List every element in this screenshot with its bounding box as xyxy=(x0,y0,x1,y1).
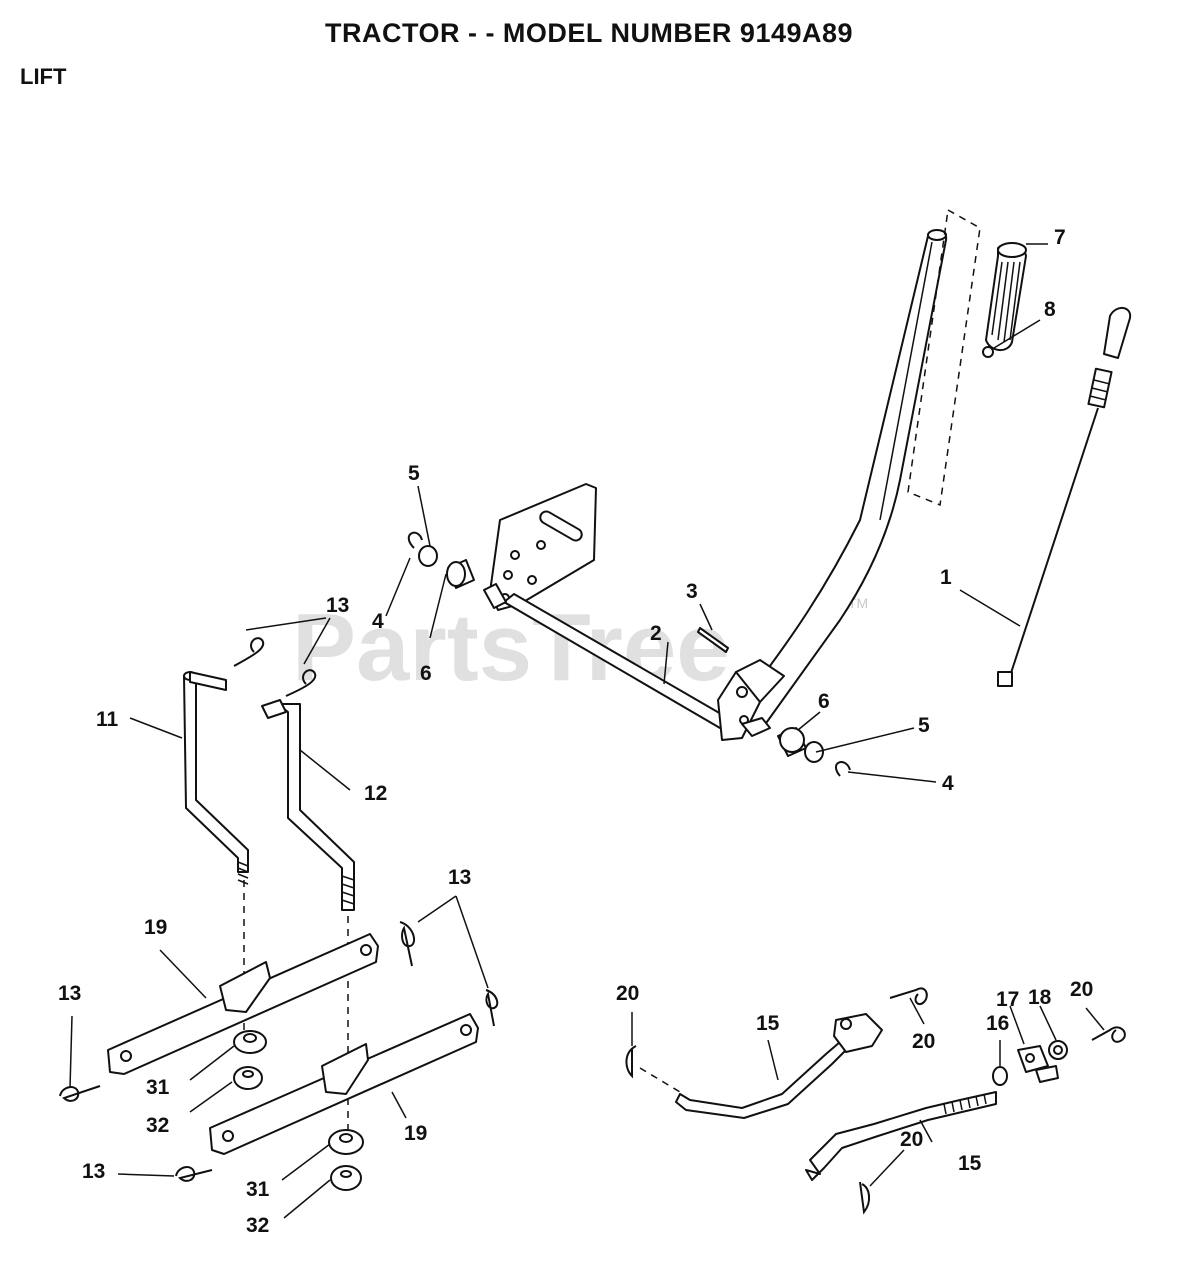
nut-upper xyxy=(233,1030,267,1054)
callout-32-lower: 32 xyxy=(246,1214,269,1237)
callout-31-lower: 31 xyxy=(246,1178,270,1201)
alignment-line-rod xyxy=(639,1067,681,1093)
hairpin-arm-left xyxy=(59,1085,101,1102)
spring-pin-top xyxy=(889,987,928,1006)
callout-13-upper: 13 xyxy=(326,594,349,617)
callout-3: 3 xyxy=(686,580,698,603)
callout-5-left: 5 xyxy=(408,462,420,485)
nut-lower xyxy=(328,1129,364,1155)
shaft-bracket xyxy=(717,659,785,741)
lift-shaft xyxy=(483,583,729,729)
callout-20-left: 20 xyxy=(616,982,639,1005)
callout-17: 17 xyxy=(996,988,1019,1011)
spring-pin-left xyxy=(625,1045,637,1079)
callout-6-right: 6 xyxy=(818,690,830,713)
lift-cable xyxy=(997,307,1132,687)
callout-labels: 1 2 3 4 4 5 5 6 6 7 8 11 12 13 13 13 13 … xyxy=(58,226,1093,1237)
lift-handle xyxy=(741,229,948,727)
callout-16: 16 xyxy=(986,1012,1009,1035)
lift-rod-upper xyxy=(675,1013,883,1119)
callout-6-left: 6 xyxy=(420,662,432,685)
callout-20-lower: 20 xyxy=(900,1128,923,1151)
hairpin-upper-right xyxy=(285,669,317,697)
callout-2: 2 xyxy=(650,622,662,645)
lift-arm-lower xyxy=(209,1013,479,1155)
callout-20-top: 20 xyxy=(912,1030,935,1053)
callout-12: 12 xyxy=(364,782,387,805)
hairpin-arm-upper xyxy=(399,921,416,967)
bushing-right xyxy=(777,727,807,757)
lift-rod-lower xyxy=(805,1091,997,1181)
callout-15-upper: 15 xyxy=(756,1012,780,1035)
cotter-pin xyxy=(697,627,729,653)
lock-nut-upper xyxy=(233,1066,263,1090)
lift-arm-upper xyxy=(107,933,379,1075)
lock-nut-lower xyxy=(330,1165,362,1191)
callout-13-left: 13 xyxy=(58,982,81,1005)
nut-18 xyxy=(1048,1040,1068,1060)
handle-ball xyxy=(982,346,994,358)
washer-16 xyxy=(992,1066,1008,1086)
lift-link-right xyxy=(261,699,355,911)
washer-right xyxy=(804,741,824,763)
lift-link-left xyxy=(183,671,249,885)
e-clip-right xyxy=(834,761,851,777)
callout-8: 8 xyxy=(1044,298,1056,321)
callout-19-lower: 19 xyxy=(404,1122,427,1145)
trunnion-block xyxy=(1017,1045,1059,1083)
callout-15-lower: 15 xyxy=(958,1152,982,1175)
callout-11: 11 xyxy=(96,708,119,731)
bushing-left xyxy=(446,559,475,589)
callout-32-upper: 32 xyxy=(146,1114,169,1137)
hairpin-upper-left xyxy=(233,637,265,667)
handle-extension-outline xyxy=(907,208,981,507)
callout-18: 18 xyxy=(1028,986,1052,1009)
leader-lines xyxy=(69,243,1105,1219)
callout-5-right: 5 xyxy=(918,714,930,737)
page-title: TRACTOR - - MODEL NUMBER 9149A89 xyxy=(324,18,854,48)
spring-pin-lower xyxy=(859,1181,870,1215)
callout-20-right: 20 xyxy=(1070,978,1093,1001)
spring-pin-right xyxy=(1091,1026,1126,1043)
callout-1: 1 xyxy=(940,566,952,589)
hairpin-arm-lower xyxy=(175,1166,213,1182)
washer-left xyxy=(418,545,438,567)
callout-31-upper: 31 xyxy=(146,1076,170,1099)
hairpin-arm-right xyxy=(485,989,499,1027)
section-label: LIFT xyxy=(20,64,67,89)
callout-13-arm: 13 xyxy=(448,866,471,889)
mount-plate xyxy=(489,483,597,611)
handle-grip xyxy=(985,242,1027,351)
e-clip-left xyxy=(407,531,423,549)
callout-7: 7 xyxy=(1054,226,1066,249)
callout-4-right: 4 xyxy=(942,772,954,795)
callout-19-upper: 19 xyxy=(144,916,167,939)
callout-13-lower: 13 xyxy=(82,1160,105,1183)
callout-4-left: 4 xyxy=(372,610,384,633)
